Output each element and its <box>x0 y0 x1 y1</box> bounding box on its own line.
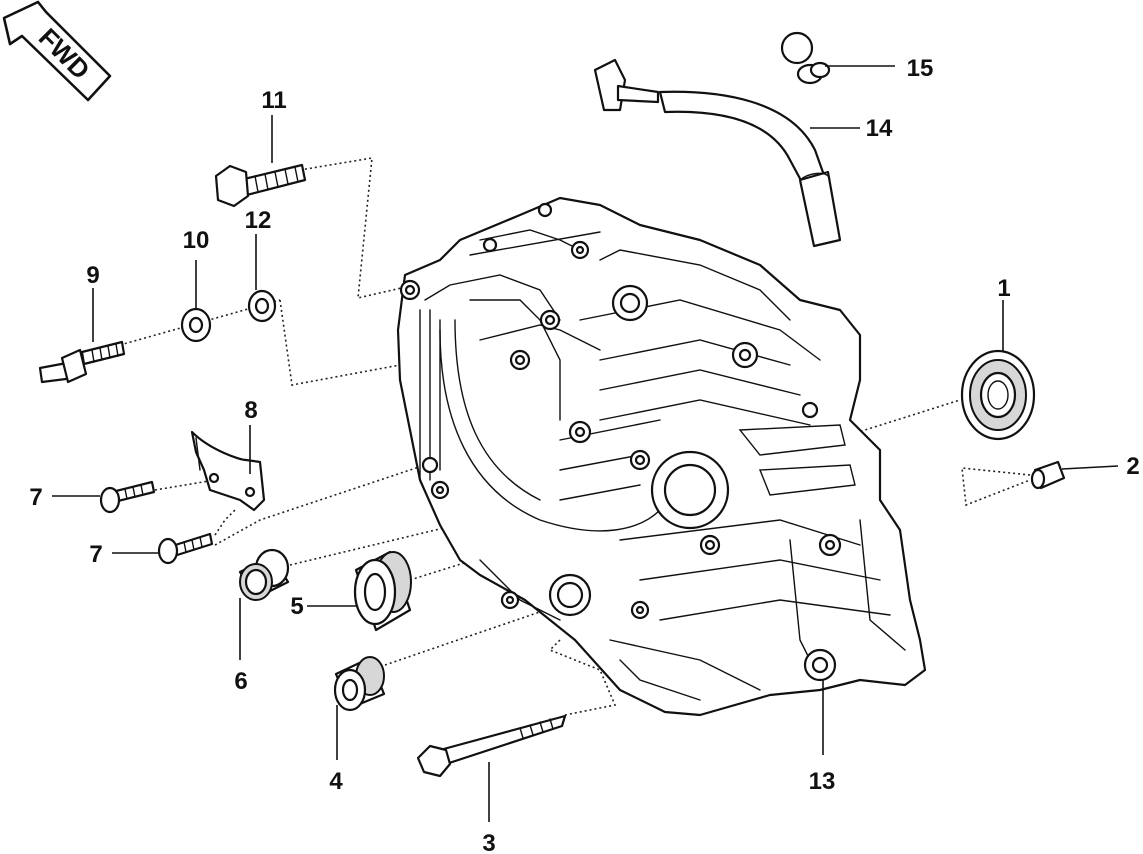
long-bolt <box>416 714 567 778</box>
washer-12 <box>247 289 277 323</box>
callout-10: 10 <box>183 227 210 254</box>
dowel-pin <box>1030 460 1066 490</box>
o-rings <box>780 31 831 85</box>
ball-bearing <box>960 349 1036 441</box>
callout-2: 2 <box>1126 453 1139 480</box>
bushing <box>333 656 386 712</box>
callout-9: 9 <box>86 262 99 289</box>
callout-5: 5 <box>290 593 303 620</box>
washer-10 <box>180 307 212 343</box>
callout-4: 4 <box>329 768 343 795</box>
flange-bolt <box>214 163 307 208</box>
oil-seal <box>353 550 412 632</box>
breather-hose <box>593 58 842 248</box>
needle-bearing <box>238 548 290 601</box>
callout-11: 11 <box>261 87 286 114</box>
stud-bolt <box>38 340 126 384</box>
callout-3: 3 <box>482 830 495 854</box>
fwd-arrow-icon: FWD <box>2 0 112 102</box>
callout-14: 14 <box>866 115 893 142</box>
screw-lower <box>157 532 214 565</box>
callout-15: 15 <box>907 55 934 82</box>
callout-labels: 1 2 3 4 5 6 7 7 8 9 10 11 12 13 14 15 <box>29 55 1139 854</box>
callout-12: 12 <box>245 207 272 234</box>
callout-7-upper: 7 <box>29 484 42 511</box>
crankcase-cover <box>396 196 927 717</box>
callout-6: 6 <box>234 668 247 695</box>
screw-upper <box>99 480 156 514</box>
callout-1: 1 <box>997 275 1010 302</box>
bracket-plate <box>190 430 266 512</box>
callout-7-lower: 7 <box>89 541 102 568</box>
leader-lines <box>52 65 1119 822</box>
callout-13: 13 <box>809 768 836 795</box>
callout-8: 8 <box>244 397 257 424</box>
